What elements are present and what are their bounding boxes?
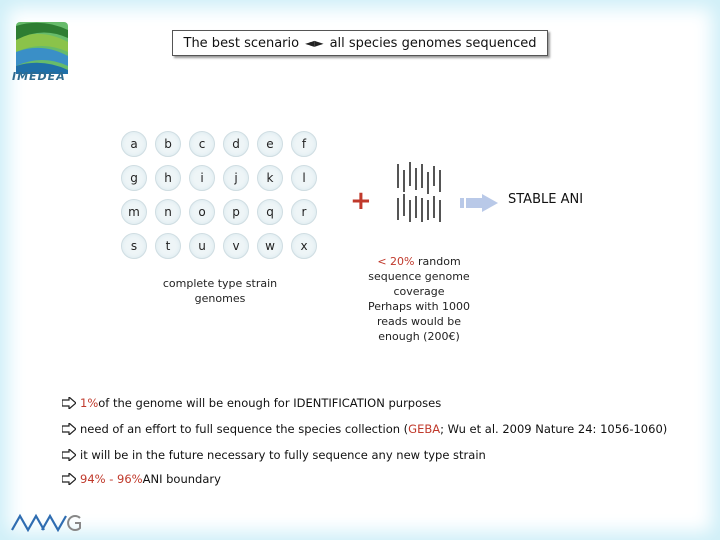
- letter-circle-q: q: [257, 199, 283, 225]
- plus-sign: +: [350, 186, 372, 216]
- coverage-line4: Perhaps with 1000: [367, 300, 471, 313]
- letter-circle-b: b: [155, 131, 181, 157]
- bullet-item-2: need of an effort to full sequence the s…: [62, 422, 667, 436]
- letter-circle-c: c: [189, 131, 215, 157]
- coverage-line1: < 20% random: [352, 254, 486, 269]
- letter-circle-h: h: [155, 165, 181, 191]
- coverage-line1-rest: random: [414, 255, 461, 268]
- letter-circle-m: m: [121, 199, 147, 225]
- letter-circle-n: n: [155, 199, 181, 225]
- coverage-line6: enough (200€): [378, 330, 460, 343]
- letter-circle-d: d: [223, 131, 249, 157]
- bullet-item-3: it will be in the future necessary to fu…: [62, 448, 486, 462]
- letter-circle-w: w: [257, 233, 283, 259]
- bullet-1-text: of the genome will be enough for IDENTIF…: [98, 396, 442, 410]
- letter-circle-i: i: [189, 165, 215, 191]
- letter-circle-l: l: [291, 165, 317, 191]
- letter-circle-k: k: [257, 165, 283, 191]
- double-arrow-icon: ◄►: [305, 36, 324, 50]
- letter-circle-e: e: [257, 131, 283, 157]
- grid-caption: complete type strain genomes: [140, 276, 300, 306]
- bullet-item-1: 1% of the genome will be enough for IDEN…: [62, 396, 441, 410]
- letter-circle-u: u: [189, 233, 215, 259]
- letter-circle-v: v: [223, 233, 249, 259]
- mmg-logo: [11, 513, 81, 532]
- coverage-line5: reads would be: [377, 315, 461, 328]
- coverage-percent: < 20%: [377, 255, 415, 268]
- bullet-2-pre: need of an effort to full sequence the s…: [80, 422, 409, 436]
- letter-circle-j: j: [223, 165, 249, 191]
- bullet-3-text: it will be in the future necessary to fu…: [80, 448, 486, 462]
- coverage-line3: coverage: [393, 285, 445, 298]
- title-box: The best scenario ◄► all species genomes…: [172, 30, 548, 56]
- stable-ani-label: STABLE ANI: [508, 192, 584, 207]
- arrow-bullet-icon: [62, 423, 76, 435]
- title-left: The best scenario: [183, 35, 300, 51]
- coverage-note: < 20% random sequence genome coverage Pe…: [352, 254, 486, 344]
- imedea-logo-text: IMEDEA: [12, 70, 66, 83]
- imedea-logo-mark: [16, 22, 68, 74]
- bullet-item-4: 94% - 96% ANI boundary: [62, 472, 221, 486]
- letter-circle-g: g: [121, 165, 147, 191]
- letter-circle-f: f: [291, 131, 317, 157]
- arrow-bullet-icon: [62, 449, 76, 461]
- arrow-bullet-icon: [62, 397, 76, 409]
- title-right: all species genomes sequenced: [329, 35, 537, 51]
- letter-circle-o: o: [189, 199, 215, 225]
- bullet-4-highlight: 94% - 96%: [80, 472, 143, 486]
- coverage-line2: sequence genome: [368, 270, 470, 283]
- letter-circle-p: p: [223, 199, 249, 225]
- grid-caption-line2: genomes: [194, 292, 246, 305]
- bullet-2-post: ; Wu et al. 2009 Nature 24: 1056-1060): [440, 422, 668, 436]
- bullet-4-text: ANI boundary: [142, 472, 221, 486]
- letter-circle-t: t: [155, 233, 181, 259]
- letter-circle-s: s: [121, 233, 147, 259]
- bullet-2-highlight: GEBA: [408, 422, 441, 436]
- grid-caption-line1: complete type strain: [162, 277, 278, 290]
- bullet-1-highlight: 1%: [80, 396, 99, 410]
- letter-circle-r: r: [291, 199, 317, 225]
- letter-circle-x: x: [291, 233, 317, 259]
- arrow-bullet-icon: [62, 473, 76, 485]
- right-arrow-icon: [460, 194, 498, 212]
- letter-circle-a: a: [121, 131, 147, 157]
- sequence-reads-icon: [397, 162, 441, 222]
